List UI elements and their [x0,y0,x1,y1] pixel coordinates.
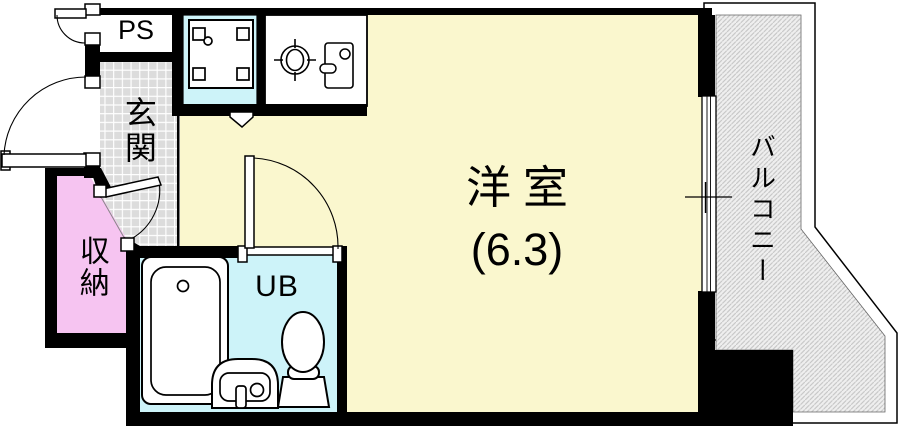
wall-right-lower [698,291,715,353]
sink-faucet [319,63,337,74]
washbasin-icon [211,358,279,409]
wall-unit-bath-right [337,246,347,412]
entrance-room-divider-line [177,110,180,248]
wall-right-upper [698,15,715,97]
washing-pan-foot-bl [192,67,206,81]
wall-unit-bath-top [133,246,240,258]
jamb-top [84,3,101,16]
entrance-door-leaf [1,153,87,168]
wall-storage-left [45,168,57,348]
balcony-label: バルコニー [746,133,777,288]
burner-inner-ring [285,48,305,72]
wall-left-upper [85,44,100,77]
wall-unit-bath-left [126,250,140,412]
room-entry-marker [229,111,254,128]
walls [45,8,793,426]
storage-door-jamb-upper [93,184,107,198]
pipe-space-label: PS [117,15,155,45]
entrance-door-swing-arc [3,76,87,156]
washbasin-knob [249,382,265,398]
entrance-label: 玄関 [120,96,157,166]
bathtub-icon [141,256,229,405]
bathtub-inner [150,266,221,396]
balcony-window [685,95,732,293]
pipe-space-door-leaf [54,8,87,19]
wall-kitchen-bottom [172,104,367,116]
washbasin-faucet [235,385,247,409]
washing-machine-pan-icon [188,19,254,89]
washing-pan-foot-tl [192,27,206,41]
pipe-space-door [54,8,87,44]
storage-label: 収納 [74,235,108,299]
washing-pan-drain [203,36,213,46]
toilet-bowl [281,311,325,373]
bathtub-drain [176,279,190,293]
jamb-entrance-upper [84,75,101,89]
storage-door-swing-arc [130,180,161,240]
wall-top [97,8,712,15]
wall-bottom [126,412,793,426]
wall-laundry-kitchen [257,15,265,105]
storage-floor [57,176,133,333]
wall-storage-bottom [45,333,138,348]
stove-burner-icon [274,39,316,81]
sink-knob [339,48,351,60]
jamb-ps-door [84,32,101,46]
wall-pipe-space-bottom [93,52,183,62]
entrance-floor [100,58,178,247]
balcony-window-frame [701,95,717,293]
washing-pan-foot-br [236,67,250,81]
unit-bath-door-leaf [244,155,255,249]
room-name-label: 洋室 [465,162,580,213]
wall-right-corner-block [698,350,793,412]
pipe-space-box [100,15,172,52]
unit-bath-jamb-left [237,245,248,263]
burner-ticks [274,39,316,81]
storage-door-jamb-lower [120,237,135,252]
toilet-base [276,376,331,408]
storage-door [93,176,163,252]
storage-opening-line [100,196,127,242]
entrance-door [0,76,87,171]
pipe-space-door-swing-arc [56,14,86,44]
kitchen-sink-icon [319,42,354,89]
toilet-icon [276,311,331,408]
wall-storage-top [57,168,92,176]
washing-pan-foot-tr [236,27,250,41]
unit-bath-label: UB [255,270,299,303]
unit-bath-door [237,155,343,263]
room-size-label: (6.3) [470,224,564,275]
unit-bath-door-swing-arc [253,157,339,250]
balcony-window-panes [706,96,711,292]
